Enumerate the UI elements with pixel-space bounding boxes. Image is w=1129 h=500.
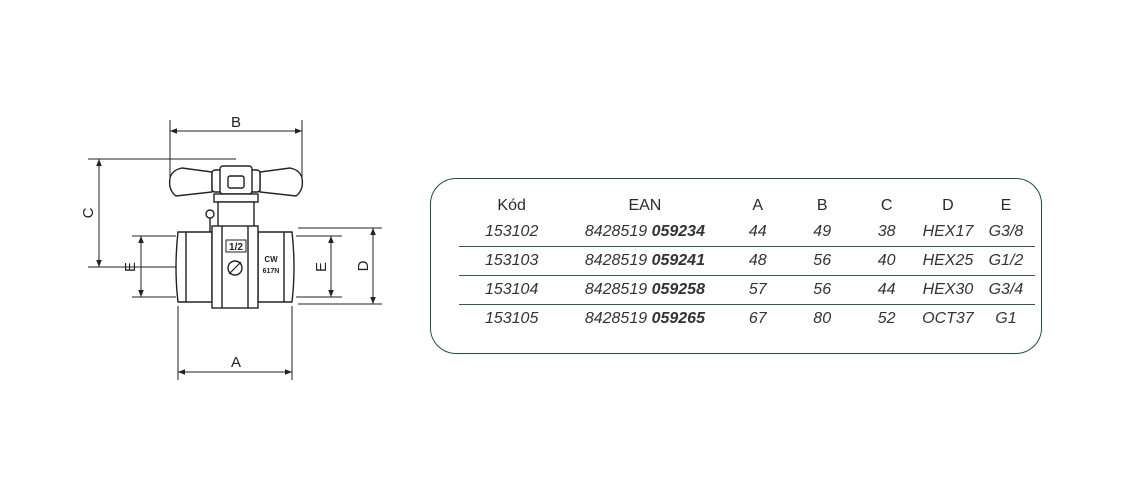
dimension-label-c: C [80, 207, 97, 218]
cell-c: 52 [877, 310, 896, 327]
cell-e: G3/4 [976, 275, 1035, 305]
ean-prefix: 8428519 [584, 223, 648, 240]
dimension-label-e-left: E [122, 262, 139, 272]
cell-a: 44 [725, 218, 790, 247]
cell-d: HEX17 [918, 218, 977, 247]
header-d: D [942, 196, 954, 214]
dimension-label-b: B [231, 114, 241, 131]
header-ean: EAN [628, 196, 662, 214]
cell-e: G1 [995, 310, 1017, 327]
dimension-label-e-right: E [313, 262, 330, 272]
specification-table: Kód EAN A B C D E 153102 8428519 059234 … [459, 193, 1035, 333]
header-a: A [752, 196, 764, 214]
cell-c: 40 [854, 246, 919, 276]
cell-a: 57 [725, 275, 790, 305]
cell-ean: 8428519 059241 [564, 246, 726, 276]
ean-prefix: 8428519 [584, 281, 648, 298]
cell-ean: 8428519 059265 [564, 305, 725, 334]
cell-d: HEX30 [918, 275, 977, 305]
cell-b: 80 [813, 310, 832, 327]
cell-d: OCT37 [922, 310, 974, 327]
table-header-row: Kód EAN A B C D E [459, 193, 1035, 218]
cell-e: G3/8 [976, 218, 1035, 247]
valve-material-marking-2: 617N [263, 268, 280, 275]
cell-b: 56 [789, 246, 855, 276]
valve-size-marking: 1/2 [229, 242, 243, 253]
table-row: 153102 8428519 059234 44 49 38 HEX17 G3/… [459, 218, 1035, 247]
cell-c: 38 [854, 218, 919, 247]
ean-prefix: 8428519 [584, 310, 648, 327]
dimension-label-a: A [231, 354, 241, 371]
cell-code: 153102 [459, 218, 565, 247]
header-b: B [816, 196, 828, 214]
cell-ean: 8428519 059258 [564, 275, 726, 305]
cell-c: 44 [854, 275, 919, 305]
ean-suffix: 059265 [651, 310, 705, 327]
cell-d: HEX25 [918, 246, 977, 276]
ean-suffix: 059234 [651, 223, 705, 240]
valve-body [168, 165, 304, 309]
table-row: 153104 8428519 059258 57 56 44 HEX30 G3/… [459, 275, 1035, 305]
dimension-label-d: D [355, 260, 372, 271]
header-c: C [880, 196, 893, 214]
cell-ean: 8428519 059234 [564, 218, 726, 247]
cell-code: 153104 [459, 275, 565, 305]
valve-material-marking-1: CW [264, 255, 278, 264]
cell-a: 67 [748, 310, 767, 327]
cell-b: 56 [789, 275, 855, 305]
table-row: 153105 8428519 059265 67 80 52 OCT37 G1 [459, 305, 1035, 334]
ean-prefix: 8428519 [584, 252, 648, 269]
header-e: E [1000, 196, 1012, 214]
specification-panel: Kód EAN A B C D E 153102 8428519 059234 … [430, 178, 1042, 354]
cell-code: 153103 [459, 246, 565, 276]
ean-suffix: 059258 [651, 281, 705, 298]
cell-b: 49 [789, 218, 855, 247]
cell-a: 48 [725, 246, 790, 276]
ean-suffix: 059241 [651, 252, 705, 269]
cell-e: G1/2 [976, 246, 1035, 276]
table-row: 153103 8428519 059241 48 56 40 HEX25 G1/… [459, 246, 1035, 276]
cell-code: 153105 [484, 310, 539, 327]
header-code: Kód [497, 196, 526, 214]
